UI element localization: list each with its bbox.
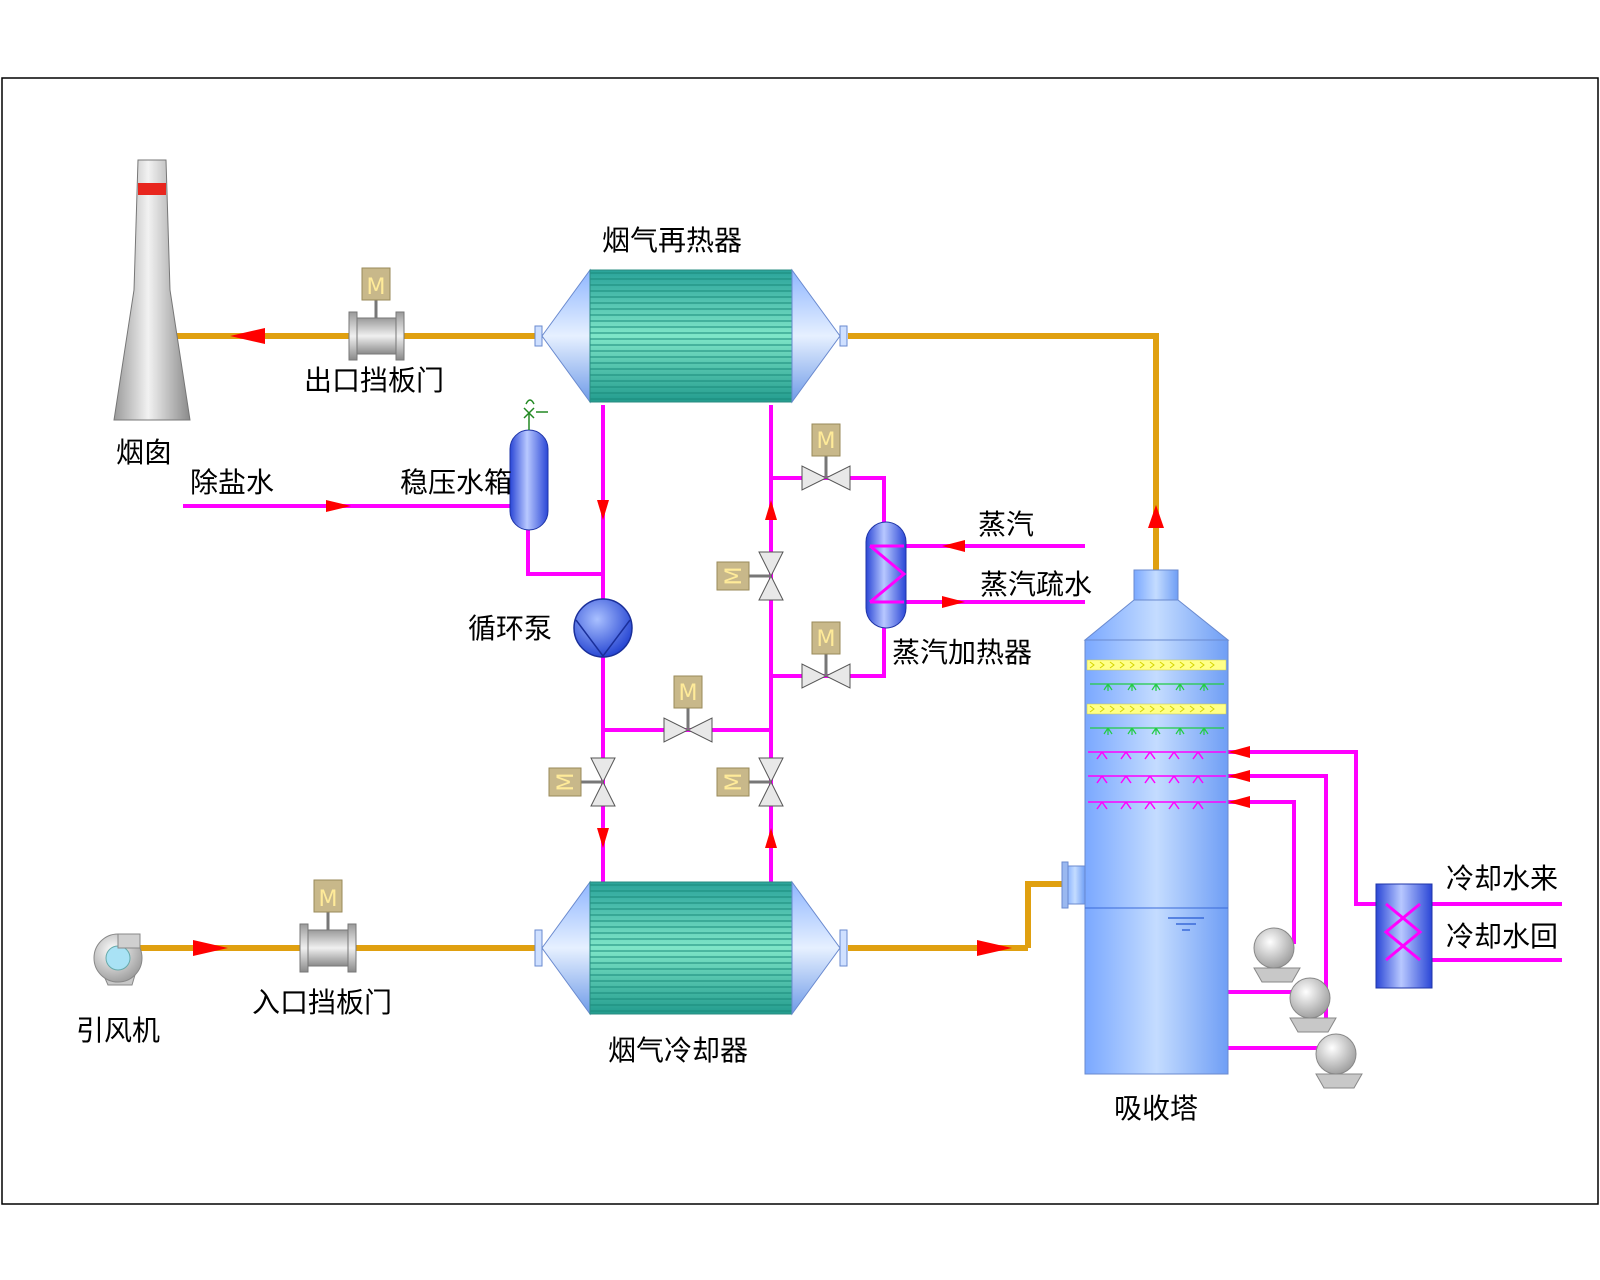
heat-exchanger-icon: [1375, 883, 1433, 989]
label-demin-water: 除盐水: [190, 466, 274, 499]
label-reheater: 烟气再热器: [602, 224, 742, 257]
flow-arrow: [1228, 746, 1250, 758]
flow-arrow: [942, 596, 965, 608]
slurry-pump-1[interactable]: [1253, 927, 1301, 983]
label-absorber: 吸收塔: [1114, 1092, 1198, 1125]
surge-tank[interactable]: [509, 399, 549, 531]
valve-cooler-outlet[interactable]: M: [716, 757, 784, 807]
outlet-damper[interactable]: M: [348, 267, 405, 361]
damper-icon: [351, 317, 401, 355]
flue-gas-cooler[interactable]: [534, 880, 848, 1016]
water-pipes: [183, 405, 1562, 1050]
motor-actuator-icon: M: [716, 767, 750, 797]
valve-icon: [663, 717, 690, 743]
pump-icon: [1315, 1033, 1357, 1075]
cooling-water-exchanger[interactable]: [1375, 883, 1433, 989]
flow-arrow: [765, 500, 777, 520]
flue-gas-reheater[interactable]: [534, 268, 848, 404]
circulation-pump[interactable]: [573, 598, 633, 658]
label-inlet-damper: 入口挡板门: [252, 986, 392, 1019]
svg-text:M: M: [722, 773, 747, 792]
valve-icon: [801, 663, 828, 689]
motor-actuator-icon: M: [673, 675, 703, 709]
spray-levels: [1088, 751, 1226, 810]
steam-heater[interactable]: [865, 521, 907, 629]
flow-arrow: [1148, 505, 1164, 528]
flow-arrow: [942, 540, 965, 552]
label-steam: 蒸汽: [978, 508, 1034, 541]
svg-text:M: M: [679, 681, 698, 706]
svg-text:M: M: [319, 887, 338, 912]
flow-arrow: [1228, 796, 1250, 808]
flow-arrow: [193, 940, 228, 956]
slurry-pump-2[interactable]: [1289, 977, 1337, 1033]
label-circ-pump: 循环泵: [468, 612, 552, 645]
tank-icon: [509, 429, 549, 531]
label-chimney: 烟囱: [116, 436, 172, 469]
motor-actuator-icon: M: [811, 423, 841, 457]
flow-arrow: [1228, 770, 1250, 782]
valve-icon: [801, 465, 828, 491]
flow-arrow: [597, 500, 609, 520]
label-steam-heater: 蒸汽加热器: [892, 636, 1032, 669]
valve-steam-outlet[interactable]: M: [801, 621, 851, 689]
motor-actuator-icon: M: [811, 621, 841, 655]
label-cooler: 烟气冷却器: [608, 1034, 748, 1067]
flow-arrow: [765, 828, 777, 848]
flow-arrow: [326, 500, 351, 512]
motor-actuator-icon: M: [361, 267, 391, 301]
label-surge-tank: 稳压水箱: [400, 466, 512, 499]
pump-icon: [1253, 927, 1295, 969]
tank-icon: [865, 521, 907, 629]
label-cw-return: 冷却水回: [1446, 920, 1558, 953]
absorber-tower-icon[interactable]: [1061, 569, 1230, 1075]
demister-layers: [1086, 659, 1227, 735]
flow-arrows: [193, 328, 1250, 956]
label-fan: 引风机: [76, 1014, 160, 1047]
slurry-pump-3[interactable]: [1315, 1033, 1363, 1089]
inlet-damper[interactable]: M: [299, 879, 357, 973]
valve-icon: [758, 551, 784, 578]
valve-bypass[interactable]: M: [663, 675, 713, 743]
label-outlet-damper: 出口挡板门: [304, 364, 444, 397]
motor-actuator-icon: M: [548, 767, 582, 797]
flow-arrow: [597, 828, 609, 848]
svg-text:M: M: [722, 567, 747, 586]
label-steam-drain: 蒸汽疏水: [980, 568, 1092, 601]
chimney-icon: [113, 159, 191, 421]
svg-text:M: M: [367, 275, 386, 300]
induced-draft-fan[interactable]: [93, 933, 143, 986]
svg-text:M: M: [817, 627, 836, 652]
label-cw-supply: 冷却水来: [1446, 862, 1558, 895]
valve-icon: [758, 757, 784, 784]
valve-icon: [590, 757, 616, 784]
flow-arrow: [977, 940, 1012, 956]
valve-cooler-inlet[interactable]: M: [548, 757, 616, 807]
labels: 烟囱 出口挡板门 烟气再热器 除盐水 稳压水箱 循环泵 蒸汽 蒸汽疏水 蒸汽加热…: [76, 224, 1558, 1125]
motor-actuator-icon: M: [313, 879, 343, 913]
flow-arrow: [230, 328, 265, 344]
diagram-frame: [1, 77, 1599, 1205]
valve-heater-bypass[interactable]: M: [716, 551, 784, 601]
valve-steam-inlet[interactable]: M: [801, 423, 851, 491]
svg-text:M: M: [817, 429, 836, 454]
pump-icon: [1289, 977, 1331, 1019]
svg-text:M: M: [554, 773, 579, 792]
motor-actuator-icon: M: [716, 561, 750, 591]
damper-icon: [303, 929, 353, 967]
safety-valve-icon: [523, 399, 548, 430]
